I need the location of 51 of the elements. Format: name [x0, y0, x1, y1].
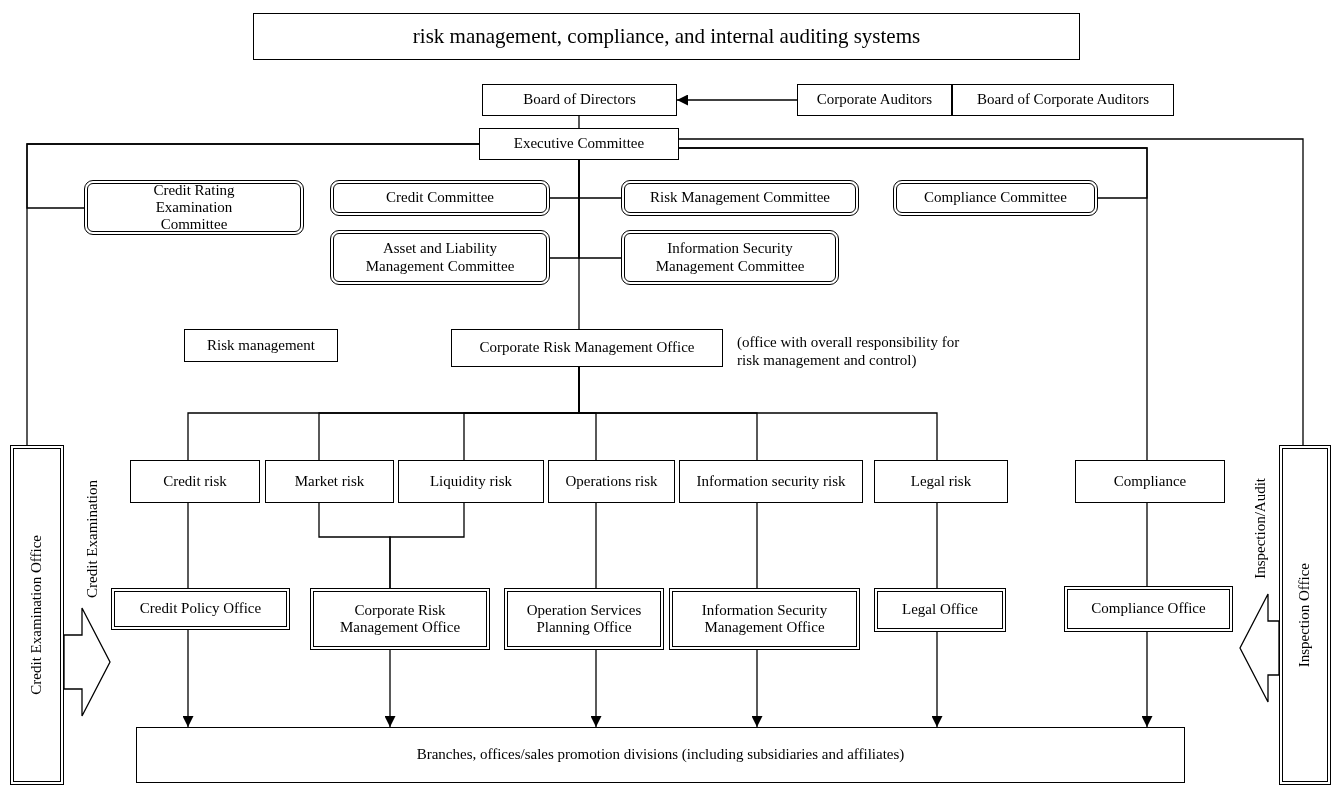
- org-box: Board of Corporate Auditors: [952, 84, 1174, 116]
- node-note: (office with overall responsibility for risk management and control): [737, 333, 961, 369]
- org-box: Operation Services Planning Office: [504, 588, 664, 650]
- org-box: Corporate Risk Management Office: [310, 588, 490, 650]
- connector-line: [678, 147, 1148, 199]
- org-box: Branches, offices/sales promotion divisions (including subsidiaries and affiliates): [136, 727, 1185, 783]
- org-box: Compliance Office: [1064, 586, 1233, 632]
- committee-box: Credit Rating Examination Committee: [84, 180, 304, 235]
- connector-line: [756, 502, 758, 589]
- arrow: [590, 649, 602, 728]
- org-box: Legal risk: [874, 460, 1008, 503]
- connector-line: [1146, 502, 1148, 587]
- block-arrow: [1239, 593, 1280, 703]
- arrow: [182, 629, 194, 728]
- committee-box: Risk Management Committee: [621, 180, 859, 216]
- arrow: [931, 631, 943, 728]
- committee-box: Compliance Committee: [893, 180, 1098, 216]
- connector-line: [595, 502, 597, 589]
- committee-box: Asset and Liability Management Committee: [330, 230, 550, 285]
- connector-line: [936, 502, 938, 589]
- edge-label: Inspection/Audit: [1252, 478, 1269, 579]
- connector-line: [678, 138, 1304, 446]
- title-box: risk management, compliance, and internal auditing systems: [253, 13, 1080, 60]
- org-box: Inspection Office: [1279, 445, 1331, 785]
- org-box: Information security risk: [679, 460, 863, 503]
- connector-line: [26, 143, 480, 446]
- connector-line: [389, 502, 465, 589]
- org-box: Credit Policy Office: [111, 588, 290, 630]
- org-box: Board of Directors: [482, 84, 677, 116]
- org-box: Credit Examination Office: [10, 445, 64, 785]
- committee-box: Credit Committee: [330, 180, 550, 216]
- org-box: Executive Committee: [479, 128, 679, 160]
- block-arrow: [63, 607, 111, 717]
- committee-box: Information Security Management Committee: [621, 230, 839, 285]
- connector-line: [578, 159, 580, 330]
- org-box: Information Security Management Office: [669, 588, 860, 650]
- org-box: Legal Office: [874, 588, 1006, 632]
- org-box: Corporate Auditors: [797, 84, 952, 116]
- connector-line: [578, 115, 580, 129]
- org-box: Corporate Risk Management Office: [451, 329, 723, 367]
- org-box: Market risk: [265, 460, 394, 503]
- org-box: Compliance: [1075, 460, 1225, 503]
- connector-line: [187, 502, 189, 589]
- org-box: Risk management: [184, 329, 338, 362]
- arrow: [384, 649, 396, 728]
- arrow: [751, 649, 763, 728]
- arrow: [676, 94, 798, 106]
- org-box: Operations risk: [548, 460, 675, 503]
- arrow: [1141, 631, 1153, 728]
- org-box: Credit risk: [130, 460, 260, 503]
- org-box: Liquidity risk: [398, 460, 544, 503]
